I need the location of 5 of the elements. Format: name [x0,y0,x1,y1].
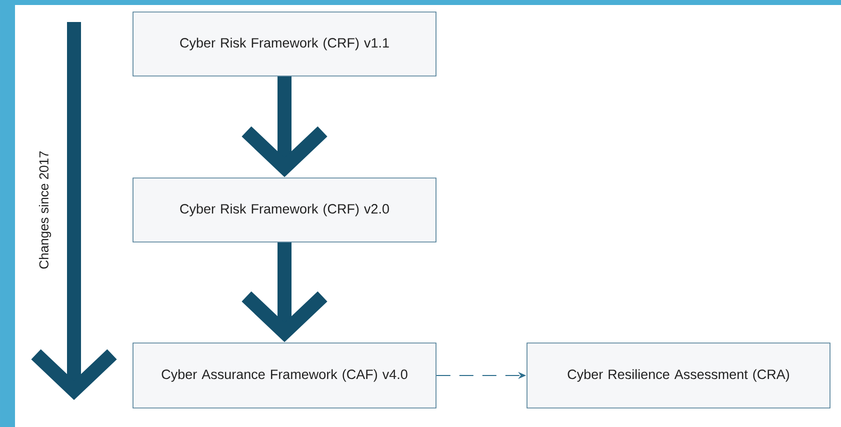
process-box: Cyber Risk Framework (CRF) v2.0 [132,178,436,242]
axis-label: Changes since 2017 [38,151,52,269]
process-box: Cyber Assurance Framework (CAF) v4.0 [132,342,436,408]
process-box: Cyber Risk Framework (CRF) v1.1 [132,12,436,76]
process-box: Cyber Resilience Assessment (CRA) [526,342,830,408]
